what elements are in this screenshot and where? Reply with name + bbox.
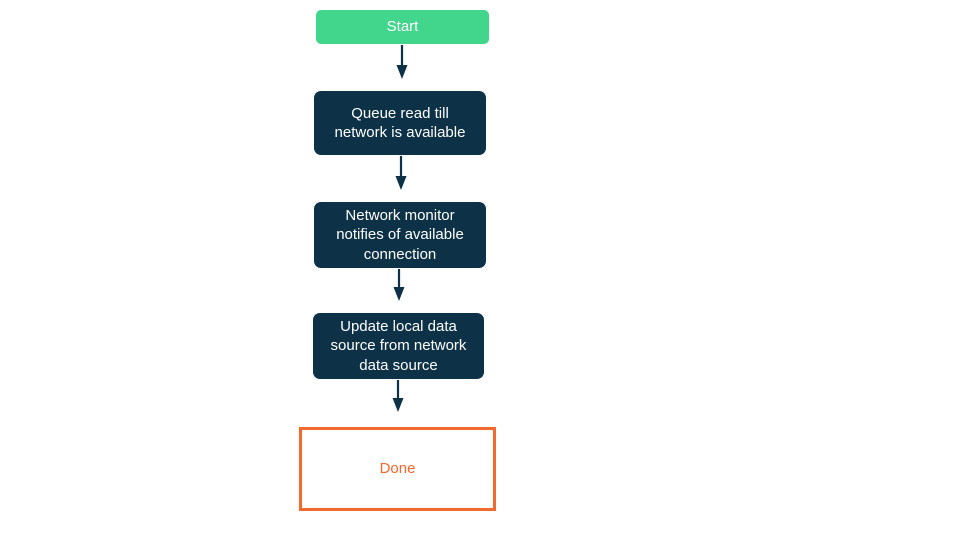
- node-queue-read-label: Queue read till network is available: [334, 104, 466, 142]
- edge-start-to-queue-read: [396, 45, 408, 79]
- node-network-monitor[interactable]: Network monitor notifies of available co…: [314, 202, 486, 268]
- node-queue-read[interactable]: Queue read till network is available: [314, 91, 486, 155]
- edge-network-monitor-to-update-local: [393, 269, 405, 301]
- node-update-local[interactable]: Update local data source from network da…: [313, 313, 484, 379]
- edge-update-local-to-done: [392, 380, 404, 412]
- node-done[interactable]: Done: [299, 427, 496, 511]
- node-network-monitor-label: Network monitor notifies of available co…: [336, 206, 464, 263]
- node-update-local-label: Update local data source from network da…: [330, 317, 467, 374]
- node-done-label: Done: [379, 460, 416, 478]
- node-start-label: Start: [386, 18, 419, 36]
- node-start[interactable]: Start: [316, 10, 489, 44]
- edge-queue-read-to-network-monitor: [395, 156, 407, 190]
